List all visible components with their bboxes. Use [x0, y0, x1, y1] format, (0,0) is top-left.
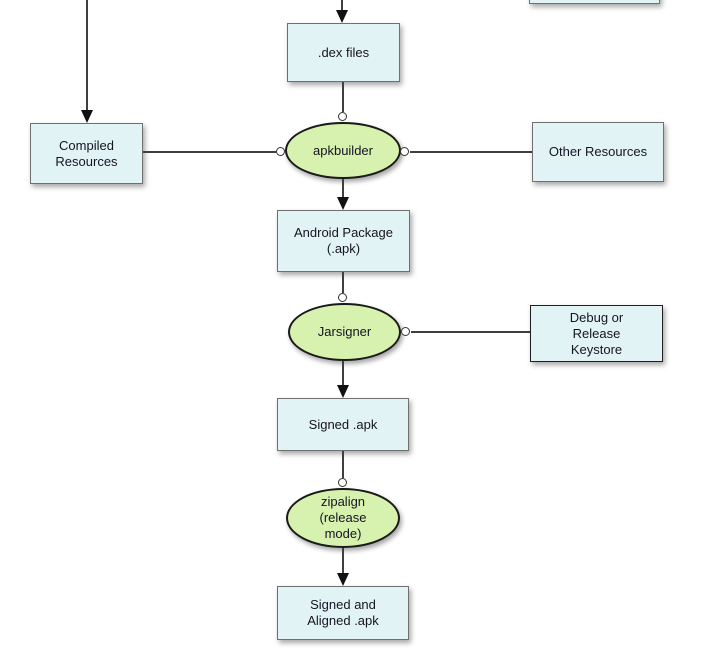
connector-zipalign-to-aligned [342, 548, 344, 573]
node-android-package: Android Package (.apk) [277, 210, 410, 272]
connector-compiled-to-apkbuilder [143, 151, 276, 153]
connector-into-compiled-resources [86, 0, 88, 111]
node-jarsigner: Jarsigner [288, 303, 401, 361]
node-jarsigner-label: Jarsigner [317, 324, 372, 339]
node-zipalign: zipalign (release mode) [286, 488, 400, 548]
node-other-resources: Other Resources [532, 122, 664, 182]
connector-into-dex-files [341, 0, 343, 11]
node-compiled-resources: Compiled Resources [30, 123, 143, 184]
arrowhead-into-compiled-resources [81, 110, 93, 123]
connector-dex-to-apkbuilder [342, 82, 344, 112]
arrowhead-zipalign-to-aligned [337, 573, 349, 586]
node-signed-aligned-apk: Signed and Aligned .apk [277, 586, 409, 640]
node-apkbuilder: apkbuilder [285, 122, 401, 179]
connector-apkbuilder-to-other-resources [410, 151, 532, 153]
node-debug-release-keystore-label: Debug or Release Keystore [569, 309, 624, 357]
connector-signed-to-zipalign [342, 451, 344, 478]
connector-package-to-jarsigner [342, 272, 344, 293]
node-zipalign-label: zipalign (release mode) [319, 494, 367, 541]
node-dex-files-label: .dex files [317, 44, 370, 60]
node-other-resources-label: Other Resources [548, 144, 648, 159]
node-compiled-resources-label: Compiled Resources [55, 137, 118, 169]
node-signed-apk-label: Signed .apk [308, 416, 378, 432]
node-clipped-box [529, 0, 660, 4]
arrowhead-into-dex-files [336, 10, 348, 23]
arrowhead-apkbuilder-to-package [337, 197, 349, 210]
port-jarsigner-top [338, 293, 347, 302]
port-jarsigner-right [401, 327, 410, 336]
node-android-package-label: Android Package (.apk) [293, 225, 393, 256]
node-signed-apk: Signed .apk [277, 398, 409, 451]
connector-apkbuilder-to-package [342, 179, 344, 198]
connector-jarsigner-to-keystore [411, 331, 530, 333]
node-dex-files: .dex files [287, 23, 400, 82]
port-apkbuilder-left [276, 147, 285, 156]
node-apkbuilder-label: apkbuilder [313, 142, 373, 158]
port-apkbuilder-right [400, 147, 409, 156]
port-zipalign-top [338, 478, 347, 487]
node-debug-release-keystore: Debug or Release Keystore [530, 305, 663, 362]
node-signed-aligned-apk-label: Signed and Aligned .apk [307, 597, 379, 628]
port-apkbuilder-top [338, 112, 347, 121]
arrowhead-jarsigner-to-signed [337, 385, 349, 398]
connector-jarsigner-to-signed [342, 361, 344, 385]
